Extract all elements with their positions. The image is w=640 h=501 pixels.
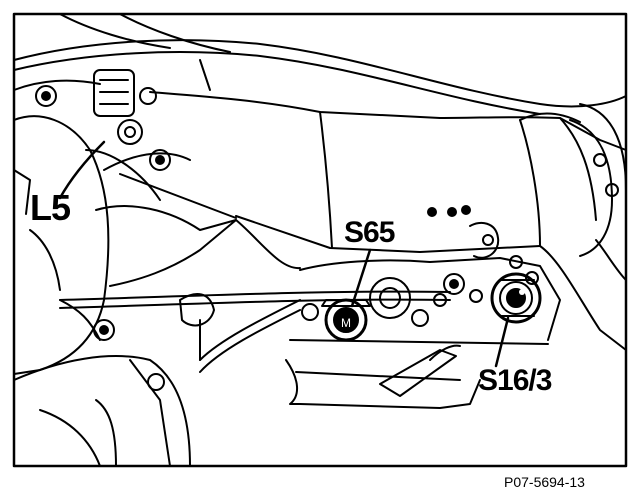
valve-body [285, 255, 561, 409]
connector-s65: M [321, 298, 371, 342]
svg-text:M: M [341, 316, 351, 330]
output-flange [539, 103, 627, 351]
leader-s65 [350, 248, 372, 308]
bell-housing [13, 69, 237, 375]
figure-caption: P07-5694-13 [504, 474, 585, 490]
transmission-case [149, 91, 627, 270]
dipstick-tube [59, 290, 451, 309]
leader-s16-3 [494, 316, 510, 368]
connector-s16-3 [490, 272, 542, 324]
label-s65: S65 [344, 216, 395, 249]
label-s16-3: S16/3 [478, 364, 552, 397]
label-l5: L5 [30, 187, 71, 228]
lower-bracket [13, 293, 301, 467]
leader-l5 [58, 140, 106, 200]
callout-leaders [58, 140, 510, 368]
illustration-frame [12, 12, 628, 468]
wiring-harness [13, 13, 627, 115]
